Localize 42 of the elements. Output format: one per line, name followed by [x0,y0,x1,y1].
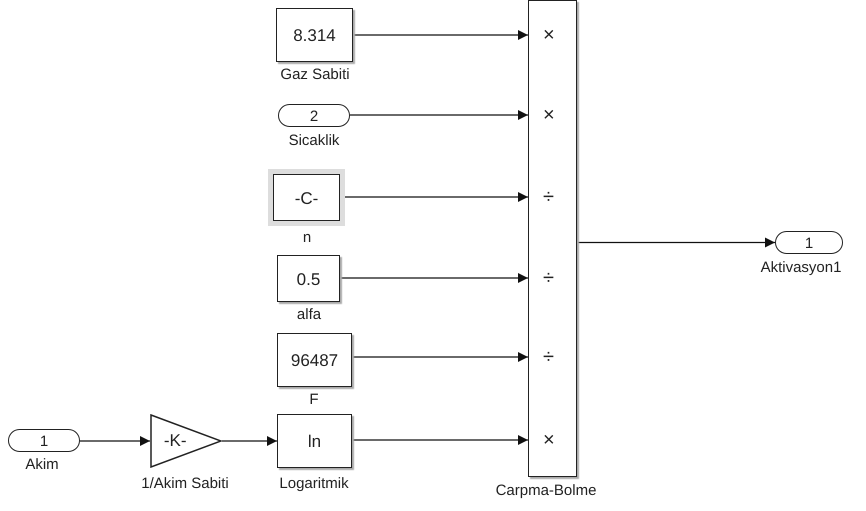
block-name: Sicaklik [288,132,340,149]
block-name: Aktivasyon1 [760,259,842,276]
operator-sign: ÷ [543,268,554,288]
block [277,255,340,302]
port-block [775,231,843,254]
block-value: -C- [294,188,320,208]
operator-sign: × [543,25,555,45]
operator-sign: × [543,105,555,125]
block-value: 2 [308,106,320,126]
block-value: -K- [162,431,188,451]
gain-block [150,414,222,468]
block-name: Carpma-Bolme [496,482,596,499]
block-name: n [302,229,312,246]
operator-sign: ÷ [543,347,554,367]
block-value: 1 [804,234,814,254]
block-name: Logaritmik [279,475,349,492]
block-name: F [309,391,319,408]
signal-arrow [350,110,528,120]
block [277,333,352,387]
signal-arrow [353,30,528,40]
block-name: Akim [25,456,59,473]
port-block [278,104,350,127]
port-block [8,429,80,452]
block-name: alfa [296,306,322,323]
signal-arrow [352,435,528,445]
block-value: 1 [38,432,50,452]
signal-arrow [80,436,150,446]
block [276,8,353,62]
signal-arrow [340,273,528,283]
block [277,414,352,468]
signal-arrow [577,238,775,248]
block-value: 96487 [290,351,340,371]
signal-arrow [352,352,528,362]
product-block [528,0,577,477]
block-value: 0.5 [296,270,322,290]
block-value: 8.314 [292,26,337,46]
operator-sign: × [543,430,555,450]
block-name: Gaz Sabiti [280,66,350,83]
operator-sign: ÷ [543,187,554,207]
signal-arrow [222,436,277,446]
block-name: 1/Akim Sabiti [141,475,229,492]
block-value: ln [306,432,322,452]
